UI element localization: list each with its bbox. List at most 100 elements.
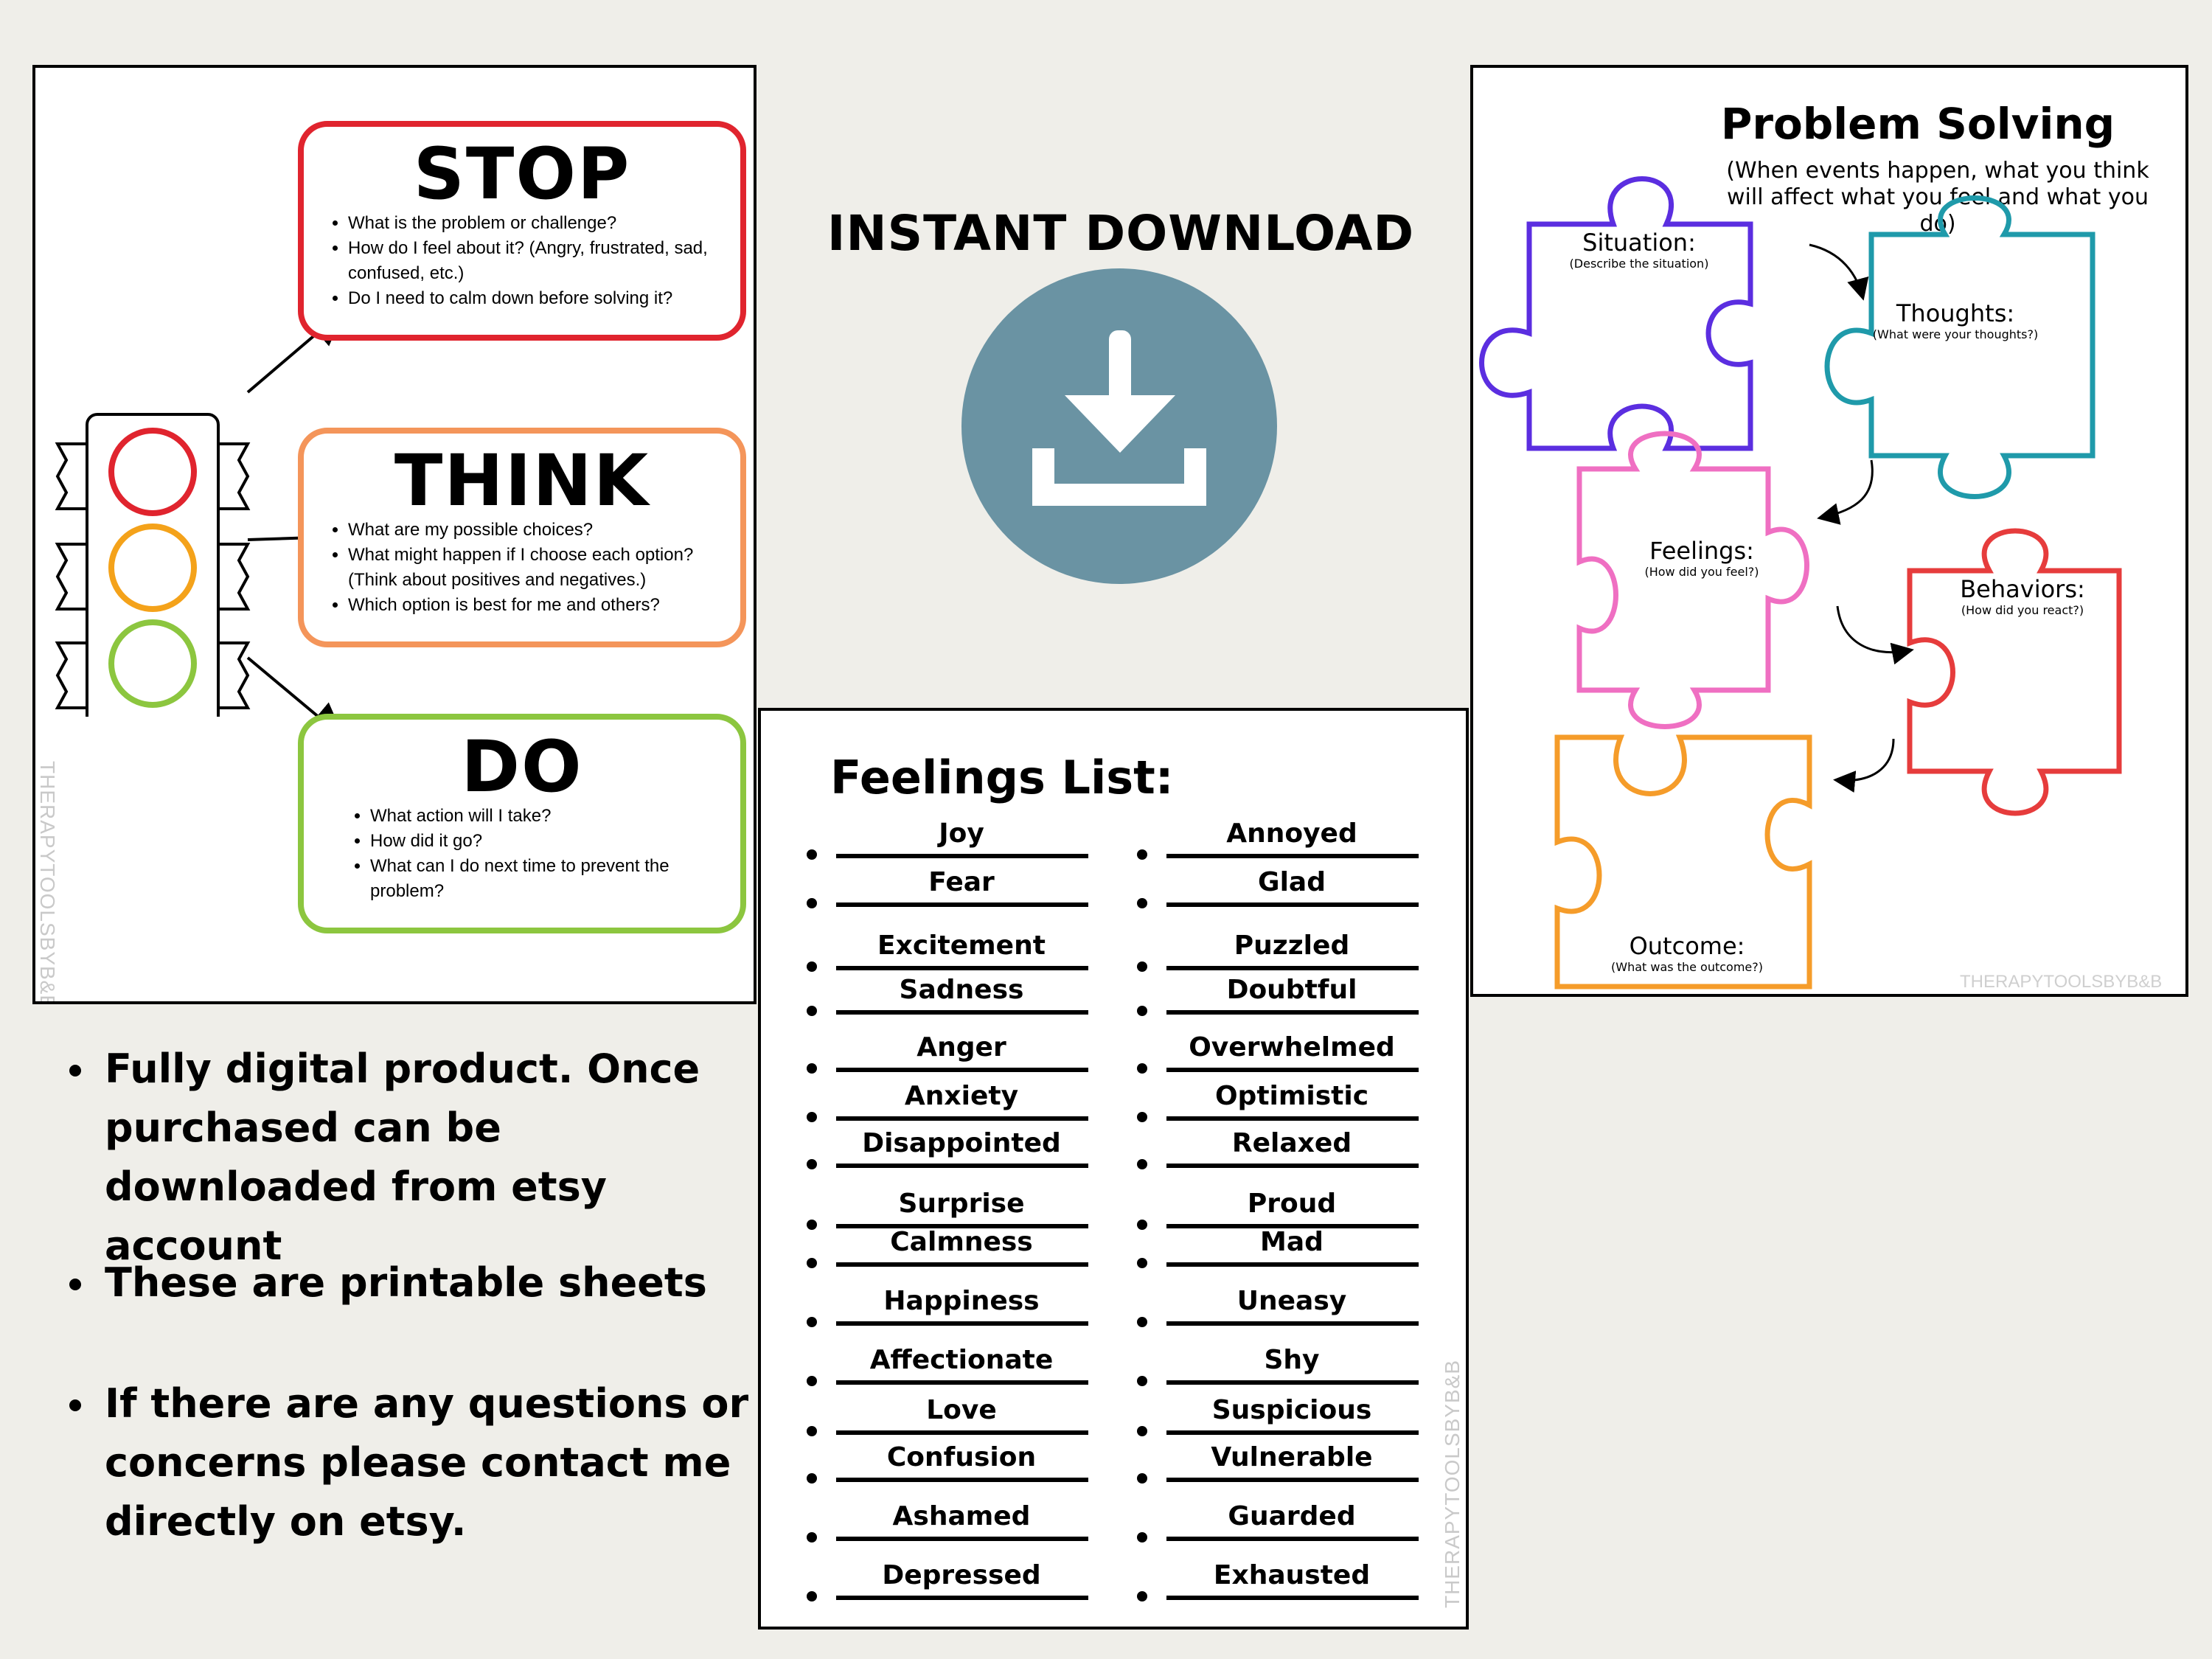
feeling-word: Joy: [939, 818, 984, 849]
feeling-item: Vulnerable: [1137, 1438, 1447, 1491]
bullet-dot: [807, 849, 817, 860]
bullet-dot: [1137, 898, 1147, 908]
feeling-word: Overwhelmed: [1189, 1032, 1395, 1062]
feeling-word: Relaxed: [1231, 1128, 1352, 1158]
bullet-dot: [1137, 1220, 1147, 1230]
traffic-light-icon: [55, 413, 251, 717]
underline: [836, 1068, 1088, 1072]
watermark: THERAPYTOOLSBYB&B: [1441, 1360, 1464, 1609]
feeling-word: Mad: [1260, 1227, 1324, 1257]
list-item: What is the problem or challenge?: [348, 211, 740, 236]
feeling-item: Happiness: [807, 1281, 1116, 1335]
underline: [1166, 1596, 1419, 1600]
do-list: What action will I take? How did it go? …: [304, 804, 740, 904]
instant-download-title: INSTANT DOWNLOAD: [827, 205, 1415, 262]
bullet-dot: [807, 1159, 817, 1169]
feeling-word: Depressed: [882, 1560, 1041, 1590]
underline: [836, 1010, 1088, 1015]
underline: [1166, 902, 1419, 907]
list-item: What can I do next time to prevent the p…: [370, 854, 740, 904]
feeling-word: Fear: [928, 867, 995, 897]
list-item: Do I need to calm down before solving it…: [348, 286, 740, 311]
feeling-word: Guarded: [1228, 1501, 1356, 1531]
feeling-item: Doubtful: [1137, 970, 1447, 1023]
feeling-word: Doubtful: [1226, 975, 1357, 1005]
underline: [1166, 1537, 1419, 1541]
feeling-item: Love: [807, 1391, 1116, 1444]
feeling-item: Excitement: [807, 926, 1116, 979]
do-box: DO What action will I take? How did it g…: [298, 714, 746, 933]
stop-list: What is the problem or challenge? How do…: [304, 211, 740, 311]
info-bullet: Fully digital product. Once purchased ca…: [66, 1040, 752, 1276]
feeling-item: Uneasy: [1137, 1281, 1447, 1335]
feeling-word: Exhausted: [1213, 1560, 1371, 1590]
feeling-item: Sadness: [807, 970, 1116, 1023]
feeling-word: Affectionate: [869, 1345, 1054, 1375]
feeling-item: Joy: [807, 814, 1116, 867]
bullet-dot: [807, 1258, 817, 1268]
feeling-word: Vulnerable: [1211, 1442, 1373, 1472]
feeling-word: Ashamed: [892, 1501, 1031, 1531]
feeling-item: Calmness: [807, 1222, 1116, 1276]
think-list: What are my possible choices? What might…: [304, 518, 740, 618]
think-box: THINK What are my possible choices? What…: [298, 428, 746, 647]
feelings-piece: [1576, 431, 1809, 729]
underline: [836, 854, 1088, 858]
feeling-word: Excitement: [877, 931, 1046, 961]
info-bullet: If there are any questions or concerns p…: [66, 1374, 752, 1551]
bullet-dot: [807, 1063, 817, 1074]
bullet-dot: [807, 1426, 817, 1436]
feeling-word: Shy: [1264, 1345, 1320, 1375]
feeling-item: Depressed: [807, 1556, 1116, 1609]
list-item: How did it go?: [370, 829, 740, 854]
stop-think-do-sheet: STOP What is the problem or challenge? H…: [32, 65, 757, 1004]
underline: [836, 1321, 1088, 1326]
feeling-word: Suspicious: [1211, 1395, 1372, 1425]
feeling-word: Anger: [917, 1032, 1006, 1062]
think-title: THINK: [394, 439, 650, 522]
thoughts-label: Thoughts: (What were your thoughts?): [1872, 299, 2039, 341]
feeling-word: Sadness: [899, 975, 1024, 1005]
download-button[interactable]: [961, 268, 1277, 584]
feeling-item: Puzzled: [1137, 926, 1447, 979]
bullet-dot: [807, 1532, 817, 1543]
underline: [836, 1430, 1088, 1435]
bullet-dot: [807, 1112, 817, 1122]
list-item: What action will I take?: [370, 804, 740, 829]
underline: [1166, 1321, 1419, 1326]
underline: [1166, 1224, 1419, 1228]
underline: [836, 902, 1088, 907]
bullet-dot: [1137, 1063, 1147, 1074]
feeling-item: Proud: [1137, 1184, 1447, 1237]
underline: [836, 1164, 1088, 1168]
list-item: Which option is best for me and others?: [348, 593, 740, 618]
underline: [836, 1262, 1088, 1267]
behaviors-piece: [1907, 528, 2122, 816]
bullet-dot: [807, 1006, 817, 1016]
situation-label: Situation: (Describe the situation): [1569, 229, 1709, 271]
feeling-word: Happiness: [883, 1286, 1040, 1316]
feeling-word: Uneasy: [1237, 1286, 1347, 1316]
underline: [836, 1478, 1088, 1482]
list-item: What are my possible choices?: [348, 518, 740, 543]
feeling-word: Confusion: [886, 1442, 1037, 1472]
bullet-dot: [1137, 1159, 1147, 1169]
outcome-label: Outcome: (What was the outcome?): [1611, 932, 1763, 974]
problem-solving-title: Problem Solving: [1720, 99, 2115, 149]
underline: [1166, 1262, 1419, 1267]
bullet-dot: [1137, 1591, 1147, 1601]
bullet-dot: [807, 1376, 817, 1386]
feeling-item: Overwhelmed: [1137, 1028, 1447, 1081]
bullet-dot: [1137, 961, 1147, 972]
list-item: What might happen if I choose each optio…: [348, 543, 740, 593]
feeling-item: Exhausted: [1137, 1556, 1447, 1609]
feeling-item: Anxiety: [807, 1077, 1116, 1130]
underline: [836, 1116, 1088, 1121]
feeling-word: Surprise: [898, 1189, 1025, 1219]
feeling-item: Ashamed: [807, 1497, 1116, 1550]
stop-box: STOP What is the problem or challenge? H…: [298, 121, 746, 341]
underline: [1166, 966, 1419, 970]
bullet-dot: [1137, 849, 1147, 860]
underline: [836, 966, 1088, 970]
